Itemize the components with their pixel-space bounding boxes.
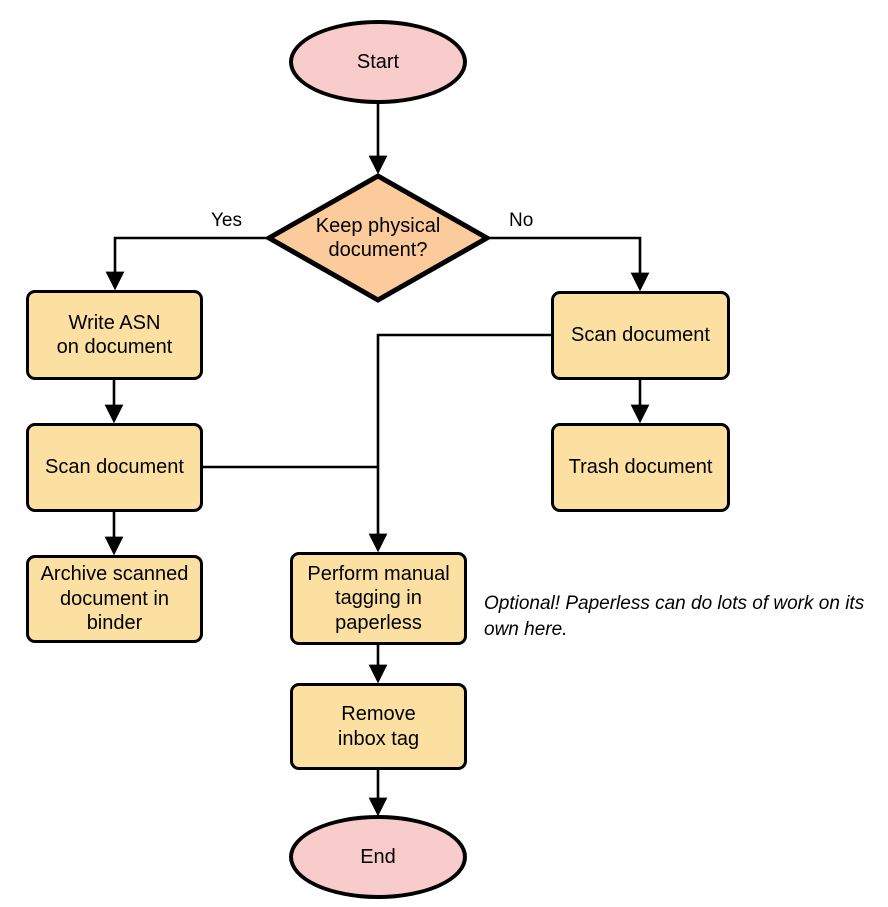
node-perform-manual-tagging-label: Perform manual tagging in paperless <box>307 562 450 634</box>
edge-label-no: No <box>509 210 534 231</box>
node-decision-label: Keep physical document? <box>315 214 441 261</box>
node-decision-keep-physical-document[interactable]: Keep physical document? <box>266 173 490 303</box>
node-archive-scanned-document-in-binder[interactable]: Archive scanned document in binder <box>26 555 203 643</box>
edge-label-yes: Yes <box>211 210 242 231</box>
edge-decision-no-to-scan-right <box>490 236 650 292</box>
optional-note-text: Optional! Paperless can do lots of work … <box>484 593 865 640</box>
node-write-asn-label: Write ASN on document <box>56 311 173 358</box>
node-remove-inbox-tag[interactable]: Remove inbox tag <box>290 683 467 770</box>
node-end-label: End <box>360 845 396 868</box>
node-scan-document-left[interactable]: Scan document <box>26 423 203 512</box>
node-scan-document-right-label: Scan document <box>571 324 710 347</box>
node-scan-document-right[interactable]: Scan document <box>551 291 730 380</box>
diamond-shape <box>266 173 490 303</box>
node-trash-document[interactable]: Trash document <box>551 423 730 512</box>
node-scan-document-left-label: Scan document <box>45 456 184 479</box>
edge-decision-yes-to-write-asn <box>105 236 266 291</box>
node-remove-inbox-tag-label: Remove inbox tag <box>337 703 420 750</box>
node-archive-label: Archive scanned document in binder <box>40 563 189 635</box>
node-start-label: Start <box>356 50 400 73</box>
node-trash-document-label: Trash document <box>568 456 713 479</box>
node-write-asn-on-document[interactable]: Write ASN on document <box>26 290 203 380</box>
node-end[interactable]: End <box>289 815 467 899</box>
node-start[interactable]: Start <box>289 20 467 104</box>
node-perform-manual-tagging[interactable]: Perform manual tagging in paperless <box>290 552 467 645</box>
